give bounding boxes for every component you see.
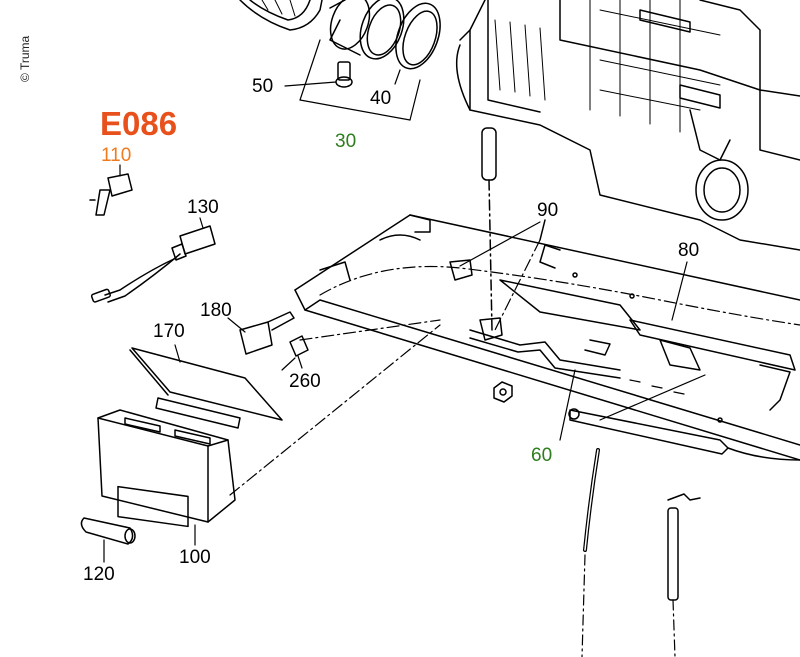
part-label-100: 100 bbox=[179, 547, 211, 568]
housing-100 bbox=[97, 409, 236, 546]
heater-body bbox=[455, 0, 800, 251]
callout-30 bbox=[284, 39, 421, 121]
switch-110 bbox=[89, 173, 133, 216]
callout-lines bbox=[119, 69, 688, 371]
bracket-90 bbox=[449, 219, 546, 341]
hose-fragment bbox=[239, 0, 323, 31]
ignition-cable bbox=[581, 448, 600, 657]
part-label-170: 170 bbox=[153, 321, 185, 342]
sensor-tube bbox=[568, 374, 800, 461]
rod-60 bbox=[469, 329, 621, 441]
base-plate bbox=[294, 214, 800, 461]
part-label-130: 130 bbox=[187, 197, 219, 218]
nut bbox=[493, 381, 513, 403]
part-label-260: 260 bbox=[289, 371, 321, 392]
diagram-code: E086 bbox=[100, 105, 178, 142]
ignition-electrode bbox=[667, 493, 701, 657]
part-label-30: 30 bbox=[335, 131, 357, 152]
part-label-180: 180 bbox=[200, 300, 232, 321]
part-label-90: 90 bbox=[537, 200, 559, 221]
part-label-40: 40 bbox=[370, 88, 392, 109]
bracket-180 bbox=[227, 311, 295, 355]
part-label-110: 110 bbox=[101, 145, 132, 166]
part-label-120: 120 bbox=[83, 564, 115, 585]
part-label-50: 50 bbox=[252, 76, 274, 97]
cover-plate-170 bbox=[129, 344, 283, 429]
fuse-120 bbox=[80, 517, 136, 563]
part-label-80: 80 bbox=[678, 240, 700, 261]
part-label-60: 60 bbox=[531, 445, 553, 466]
clip-260 bbox=[289, 335, 309, 369]
pin bbox=[481, 127, 497, 331]
screw-50 bbox=[335, 61, 353, 88]
cable-130 bbox=[90, 217, 216, 303]
ring-assembly-30 bbox=[329, 0, 441, 70]
wire-path bbox=[229, 239, 800, 496]
